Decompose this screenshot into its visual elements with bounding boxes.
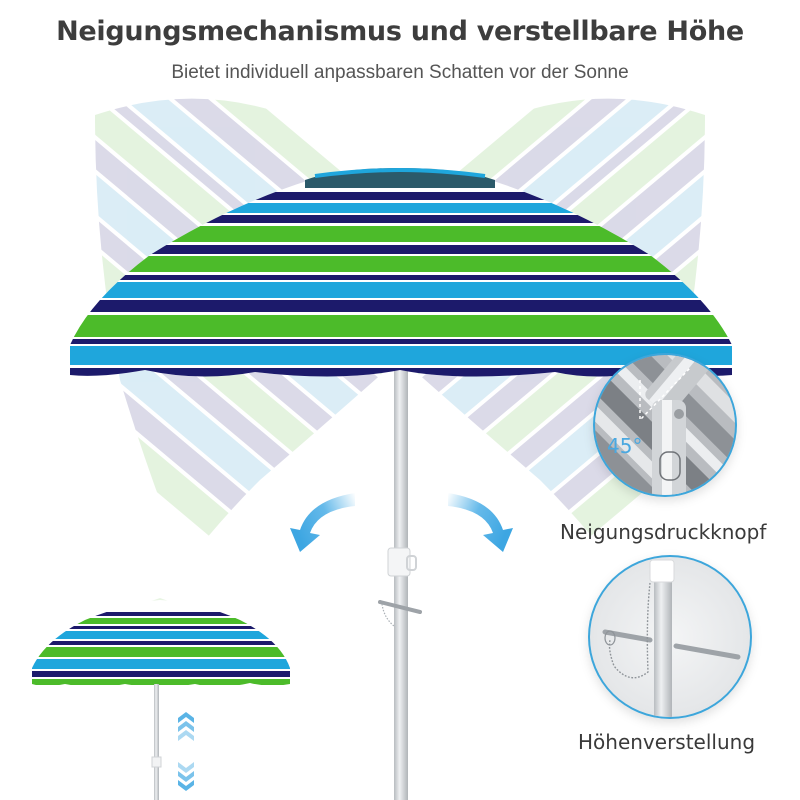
tilt-left-arrow-icon	[290, 493, 355, 552]
height-detail-circle	[588, 555, 752, 719]
height-up-chevrons-icon	[178, 712, 194, 741]
tilt-collar	[387, 547, 411, 577]
main-pole	[394, 360, 408, 800]
height-down-chevrons-icon	[178, 762, 194, 791]
height-adjustment-label: Höhenverstellung	[578, 730, 756, 754]
height-pin	[378, 600, 422, 614]
page-title: Neigungsmechanismus und verstellbare Höh…	[56, 16, 744, 47]
small-umbrella	[32, 598, 290, 800]
tilt-detail-circle	[593, 353, 737, 497]
tilt-button-label: Neigungsdruckknopf	[560, 520, 767, 544]
tilt-right-arrow-icon	[448, 493, 513, 552]
page-subtitle: Bietet individuell anpassbaren Schatten …	[171, 62, 629, 83]
tilt-angle-label: 45°	[607, 434, 643, 458]
